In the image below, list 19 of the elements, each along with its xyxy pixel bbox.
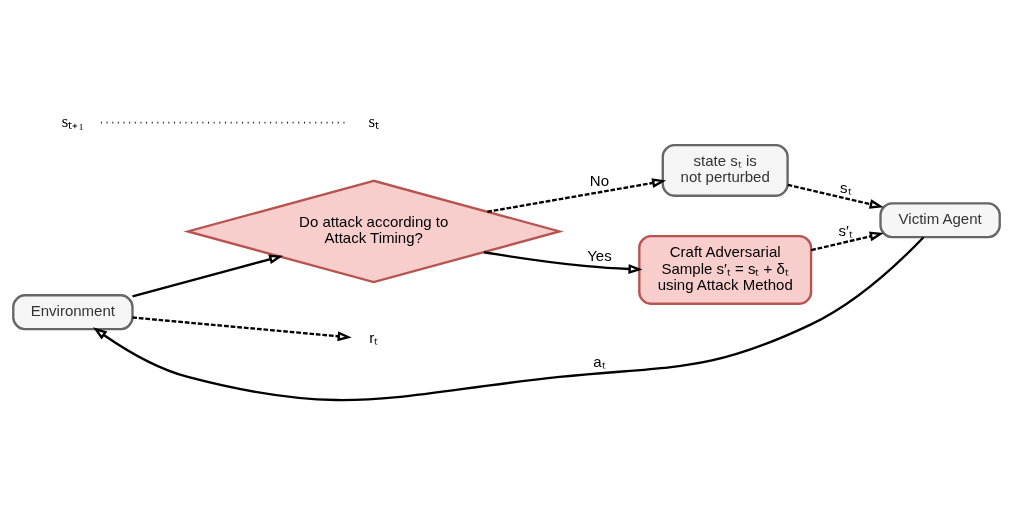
node-box: Victim Agent xyxy=(879,202,1001,239)
arrow xyxy=(811,231,884,252)
node-diamond: Do attack according to Attack Timing? xyxy=(183,179,564,284)
arrow xyxy=(483,251,643,274)
label: sₜ xyxy=(368,111,379,131)
node-box: Craft Adversarial Sample s′ₜ = sₜ + δₜ using Attack Method xyxy=(638,234,813,305)
arrow xyxy=(787,183,884,209)
node-box: state sₜ is not perturbed xyxy=(661,143,789,197)
edge-label: sₜ xyxy=(840,178,852,196)
arrow xyxy=(487,178,667,213)
node-text: rₜ xyxy=(369,328,379,346)
arrow xyxy=(132,316,352,342)
label: sₜ₊₁ xyxy=(61,111,85,131)
edge-label: aₜ xyxy=(593,353,606,371)
edge-label: No xyxy=(589,172,610,190)
node-box: Environment xyxy=(12,294,134,331)
edge-label: Yes xyxy=(587,247,612,265)
arrow xyxy=(132,254,284,298)
edge-label: s′ₜ xyxy=(838,221,853,239)
